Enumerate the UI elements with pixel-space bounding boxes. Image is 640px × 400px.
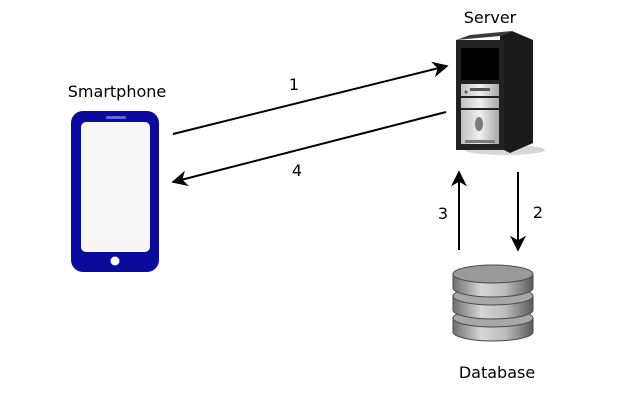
edge-label-4: 4 bbox=[292, 161, 302, 180]
edge-4: 4 bbox=[171, 111, 447, 187]
server-node: Server bbox=[456, 8, 545, 155]
edge-3: 3 bbox=[438, 170, 467, 250]
smartphone-icon bbox=[71, 111, 159, 272]
database-label: Database bbox=[459, 363, 535, 382]
edge-label-1: 1 bbox=[289, 75, 299, 94]
database-icon bbox=[452, 264, 534, 342]
server-icon bbox=[456, 31, 545, 155]
smartphone-node: Smartphone bbox=[68, 82, 166, 272]
arrow-server-to-smartphone bbox=[171, 111, 447, 187]
database-node: Database bbox=[452, 264, 535, 382]
arrow-smartphone-to-server bbox=[172, 61, 449, 135]
edge-label-3: 3 bbox=[438, 204, 448, 223]
smartphone-label: Smartphone bbox=[68, 82, 166, 101]
edge-1: 1 bbox=[172, 61, 449, 135]
server-label: Server bbox=[464, 8, 517, 27]
edge-label-2: 2 bbox=[533, 203, 543, 222]
edge-2: 2 bbox=[510, 172, 543, 252]
